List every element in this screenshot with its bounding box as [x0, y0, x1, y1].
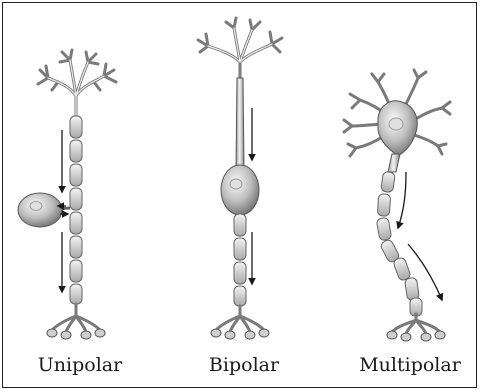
- unipolar-neuron: [18, 50, 116, 339]
- multipolar-axon: [376, 171, 422, 316]
- bipolar-dendrites: [198, 18, 282, 78]
- bipolar-axon: [234, 214, 246, 306]
- unipolar-soma: [18, 193, 62, 227]
- multipolar-terminals: [392, 314, 440, 334]
- multipolar-arrows: [398, 172, 442, 300]
- bipolar-terminals: [216, 306, 264, 332]
- multipolar-neuron: [344, 70, 450, 341]
- label-unipolar: Unipolar: [38, 354, 122, 376]
- label-multipolar: Multipolar: [359, 354, 461, 376]
- label-bipolar: Bipolar: [209, 354, 279, 376]
- bipolar-soma: [221, 165, 259, 215]
- unipolar-dendrites: [38, 50, 116, 118]
- unipolar-axon: [70, 116, 82, 304]
- bipolar-neuron: [198, 18, 282, 339]
- unipolar-terminals: [52, 304, 100, 332]
